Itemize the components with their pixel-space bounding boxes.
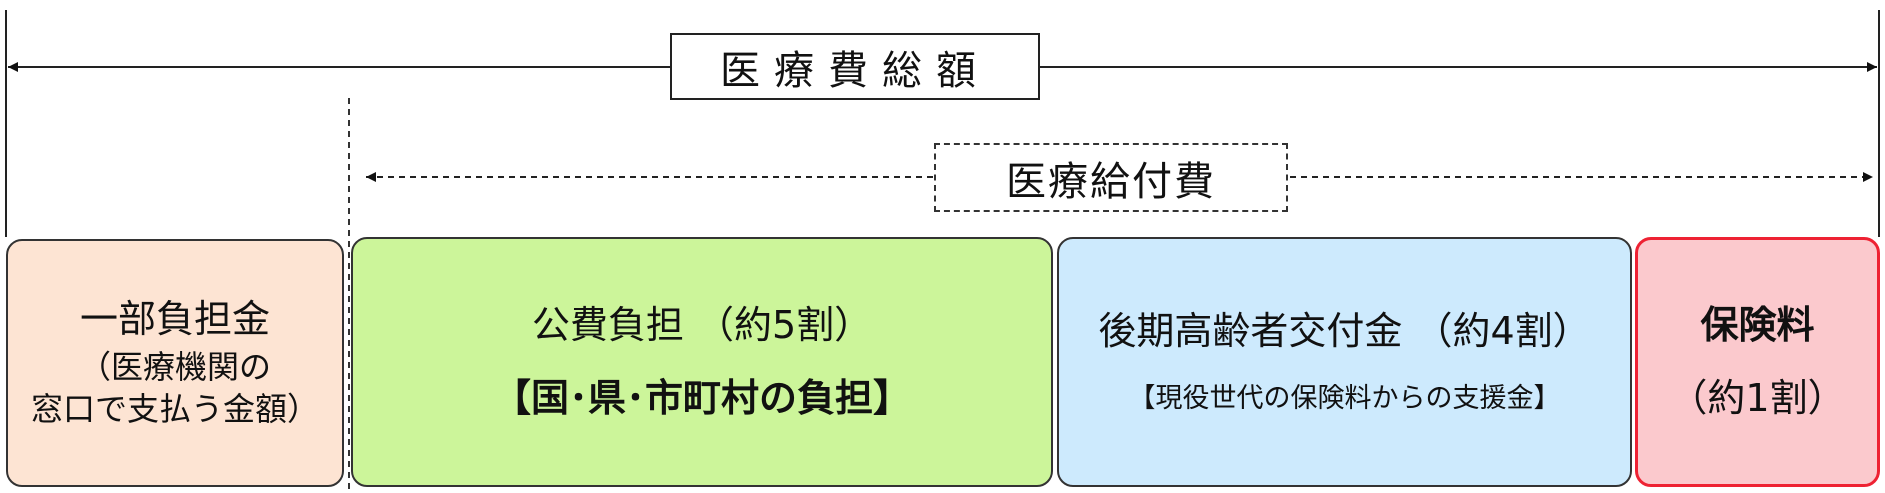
premium-subtitle: （約1割） — [1669, 376, 1846, 420]
elderly-grant-segment: 後期高齢者交付金 （約4割） 【現役世代の保険料からの支援金】 — [1057, 237, 1632, 487]
premium-title: 保険料 — [1700, 302, 1815, 347]
elderly-grant-subtitle: 【現役世代の保険料からの支援金】 — [1128, 383, 1561, 415]
copay-segment: 一部負担金 （医療機関の 窓口で支払う金額） — [6, 239, 344, 487]
insurance-premium-segment: 保険料 （約1割） — [1635, 237, 1880, 487]
total-medical-cost-label: 医療費総額 — [670, 33, 1040, 100]
copay-note-line2: 窓口で支払う金額） — [30, 389, 319, 428]
public-burden-segment: 公費負担 （約5割） 【国･県･市町村の負担】 — [351, 237, 1053, 487]
medical-benefit-cost-label: 医療給付費 — [934, 143, 1288, 212]
copay-note-line1: （医療機関の — [78, 348, 271, 387]
copay-title: 一部負担金 — [79, 296, 270, 341]
public-burden-title: 公費負担 （約5割） — [531, 302, 873, 347]
public-burden-subtitle: 【国･県･市町村の負担】 — [492, 376, 911, 420]
elderly-grant-title: 後期高齢者交付金 （約4割） — [1098, 308, 1591, 353]
